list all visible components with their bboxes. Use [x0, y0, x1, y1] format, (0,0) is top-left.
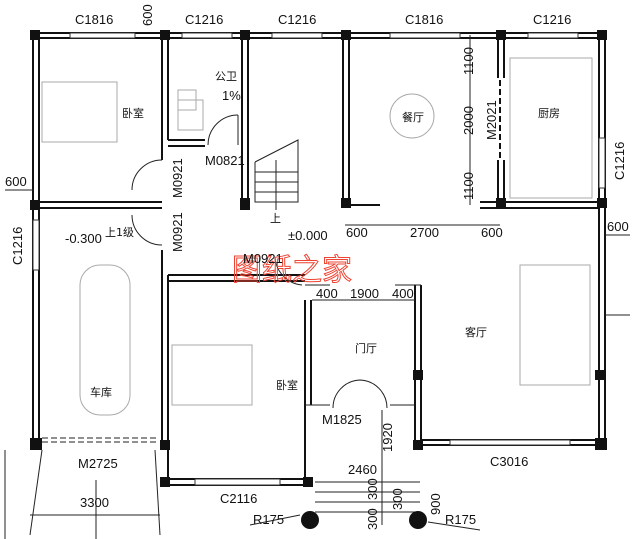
- stair-up-label: 上: [270, 212, 281, 225]
- column-right: [409, 511, 427, 529]
- dimension-label: 2460: [348, 462, 377, 477]
- window-label: C1816: [405, 12, 443, 27]
- watermark: 图纸之家: [232, 253, 352, 288]
- dimension-label: 1920: [380, 423, 395, 452]
- dimension-lines: [5, 35, 630, 301]
- window-label: C1216: [278, 12, 316, 27]
- dimension-label: R175: [253, 512, 284, 527]
- dimension-label: 600: [607, 219, 629, 234]
- dimension-label: 400: [392, 286, 414, 301]
- dimension-label: 600: [481, 225, 503, 240]
- room-dining: 餐厅: [402, 110, 424, 124]
- room-bedroom-1: 卧室: [122, 106, 144, 120]
- bathroom-slope: 1%: [222, 88, 241, 103]
- dimension-label: R175: [445, 512, 476, 527]
- dimension-labels: 600 600 600 1100 2000 1100 600 2700 600 …: [5, 4, 629, 530]
- dimension-label: 2000: [461, 106, 476, 135]
- column-left: [301, 511, 319, 529]
- door-label: M1825: [322, 412, 362, 427]
- room-bathroom: 公卫: [215, 70, 237, 83]
- doors: [42, 80, 501, 443]
- dimension-label: 300: [390, 488, 405, 510]
- walls: [30, 30, 607, 487]
- level-garage: -0.300: [65, 231, 102, 246]
- level-labels: -0.300 上1级 ±0.000 上: [65, 212, 328, 246]
- room-foyer: 门厅: [355, 341, 377, 355]
- stairs: [254, 139, 299, 210]
- dimension-label: 1100: [461, 47, 476, 75]
- level-step: 上1级: [105, 226, 134, 239]
- dimension-label: 2700: [410, 225, 439, 240]
- windows: [32, 32, 606, 486]
- window-labels: C1816 C1216 C1216 C1816 C1216 C1216 C121…: [10, 12, 627, 506]
- window-label: C1816: [75, 12, 113, 27]
- door-labels: M0821 M0921 M0921 M0921 M2021 M1825 M272…: [78, 100, 499, 471]
- level-hall: ±0.000: [288, 228, 328, 243]
- window-label: C1216: [612, 142, 627, 180]
- dimension-label: 900: [428, 493, 443, 515]
- furniture: [41, 57, 630, 416]
- dimension-label: 1900: [350, 286, 379, 301]
- room-garage: 车库: [90, 385, 112, 399]
- dimension-label: 3300: [80, 495, 109, 510]
- window-label: C3016: [490, 454, 528, 469]
- window-label: C2116: [220, 491, 257, 506]
- door-label: M0921: [170, 212, 185, 252]
- door-label: M0821: [205, 153, 245, 168]
- window-label: C1216: [10, 227, 25, 265]
- window-label: C1216: [533, 12, 571, 27]
- room-kitchen: 厨房: [538, 107, 560, 120]
- dimension-label: 600: [140, 4, 155, 26]
- dimension-label: 300: [365, 508, 380, 530]
- dimension-label: 400: [316, 286, 338, 301]
- dimension-label: 600: [346, 225, 368, 240]
- entry-steps: [4, 410, 481, 539]
- door-label: M2725: [78, 456, 118, 471]
- dimension-label: 1100: [461, 172, 476, 200]
- room-bedroom-2: 卧室: [276, 378, 298, 392]
- dimension-label: 300: [365, 478, 380, 500]
- door-label: M0921: [243, 251, 283, 266]
- room-living: 客厅: [465, 325, 487, 339]
- room-labels: 卧室 公卫 1% 餐厅 厨房 车库 卧室 门厅 客厅: [90, 70, 560, 399]
- door-label: M0921: [170, 158, 185, 198]
- dimension-label: 600: [5, 174, 27, 189]
- window-label: C1216: [185, 12, 223, 27]
- door-label: M2021: [484, 100, 499, 140]
